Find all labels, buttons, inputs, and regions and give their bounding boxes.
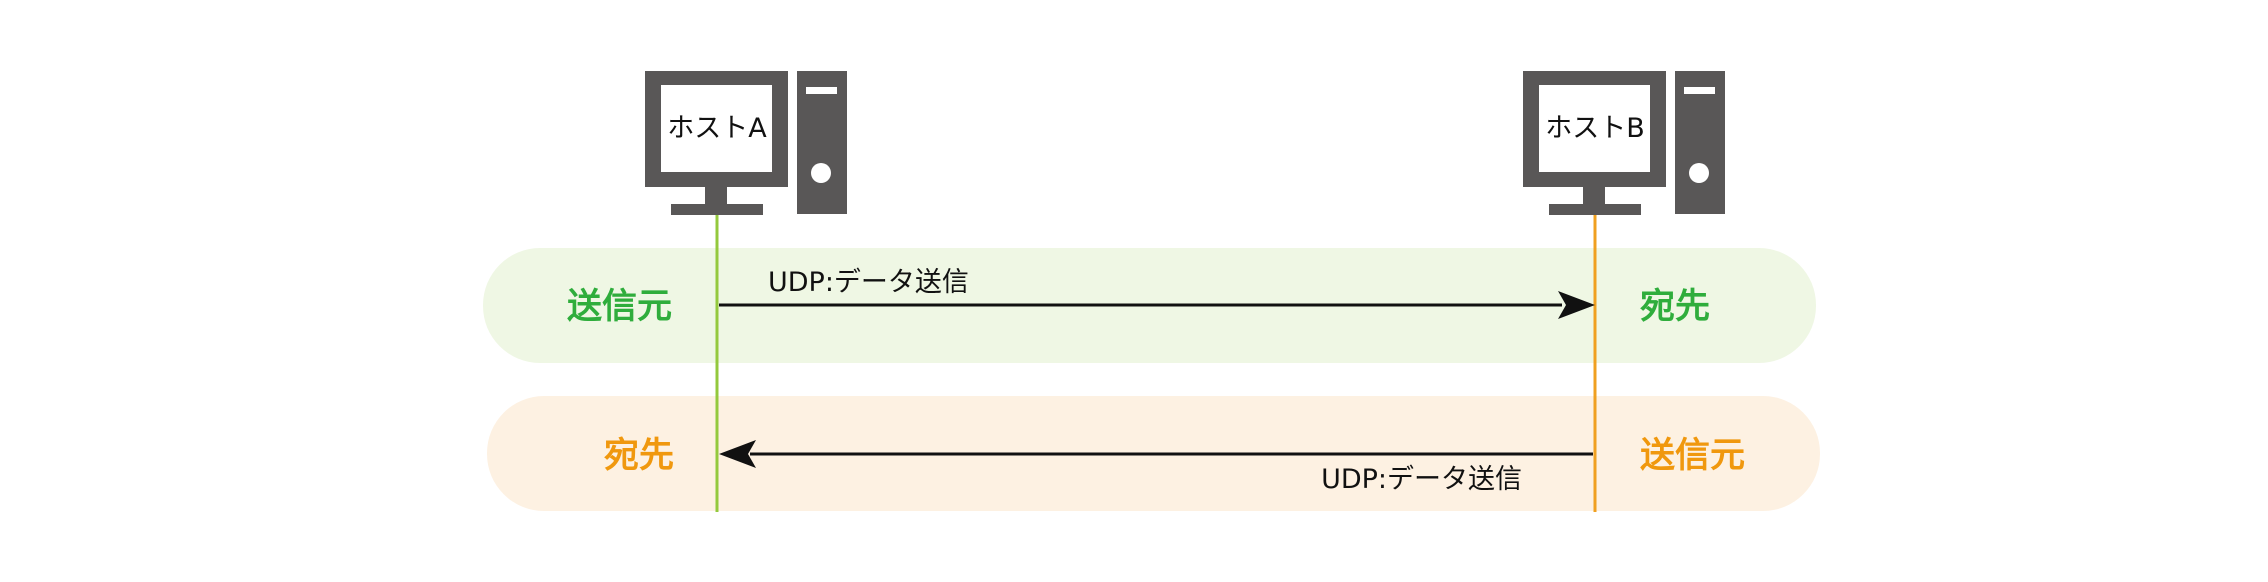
- host-b-monitor-base: [1549, 204, 1641, 215]
- row1-right-role: 宛先: [1640, 287, 1710, 327]
- row1-left-role: 送信元: [567, 287, 672, 327]
- host-a-label: ホストA: [667, 113, 767, 144]
- host-b-power-button: [1689, 163, 1709, 183]
- host-b-monitor-neck: [1583, 187, 1605, 205]
- row2-message-label: UDP:データ送信: [1321, 464, 1522, 495]
- host-a-monitor-base: [671, 204, 763, 215]
- row2-right-role: 送信元: [1640, 436, 1745, 476]
- host-a-drive-slot: [806, 87, 837, 94]
- host-b-label: ホストB: [1545, 113, 1645, 144]
- host-b-monitor-screen: [1539, 85, 1650, 172]
- row2-arrowhead-icon: [719, 440, 756, 468]
- host-a-monitor-neck: [705, 187, 727, 205]
- row1-message-label: UDP:データ送信: [768, 267, 969, 298]
- host-a-computer-icon: ホストA: [645, 71, 847, 215]
- host-a-power-button: [811, 163, 831, 183]
- host-b-tower: [1675, 71, 1725, 214]
- host-b-drive-slot: [1684, 87, 1715, 94]
- host-b-computer-icon: ホストB: [1523, 71, 1725, 215]
- row1-arrowhead-icon: [1558, 291, 1595, 319]
- host-a-monitor-screen: [661, 85, 772, 172]
- row2-left-role: 宛先: [604, 436, 674, 476]
- host-a-tower: [797, 71, 847, 214]
